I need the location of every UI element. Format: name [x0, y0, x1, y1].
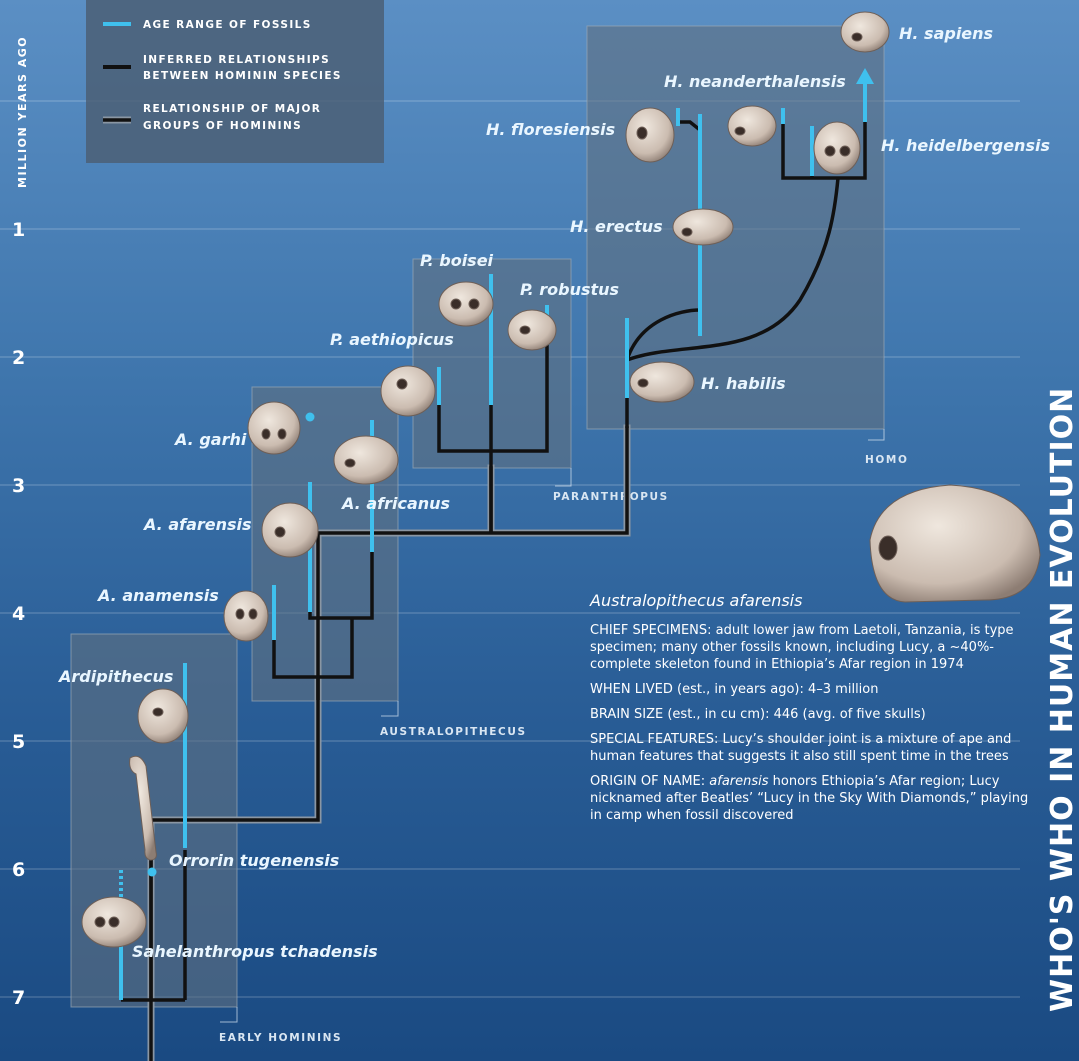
legend-label-major-2: GROUPS OF HOMININS — [143, 120, 302, 132]
info-title: Australopithecus afarensis — [590, 591, 803, 610]
tick-label: 4 — [12, 603, 25, 625]
legend-label-major-1: RELATIONSHIP OF MAJOR — [143, 103, 321, 115]
species-info-panel: Australopithecus afarensis CHIEF SPECIME… — [590, 591, 1030, 832]
label-h-floresiensis: H. floresiensis — [486, 120, 615, 139]
info-brain-size: BRAIN SIZE (est., in cu cm): 446 (avg. o… — [590, 707, 926, 722]
label-h-erectus: H. erectus — [570, 217, 663, 236]
tick-label: 2 — [12, 347, 25, 369]
skull-h-heidelbergensis-icon — [813, 121, 861, 175]
skull-a-anamensis-icon — [223, 590, 269, 642]
skull-p-boisei-icon — [438, 281, 494, 327]
info-special-features: SPECIAL FEATURES: Lucy’s shoulder joint … — [590, 732, 1012, 764]
label-h-heidelbergensis: H. heidelbergensis — [881, 136, 1050, 155]
tick-label: 3 — [12, 475, 25, 497]
tick-label: 6 — [12, 859, 25, 881]
label-a-africanus: A. africanus — [340, 494, 450, 513]
label-h-neanderthalensis: H. neanderthalensis — [664, 72, 846, 91]
major-group-relationships — [147, 424, 631, 1061]
range-a-garhi — [305, 412, 315, 422]
info-origin-prefix: ORIGIN OF NAME: — [590, 774, 710, 789]
group-label-homo: HOMO — [865, 454, 909, 466]
inferred-relationships — [119, 110, 867, 1002]
skull-a-afarensis-icon — [261, 502, 319, 558]
species-labels: H. sapiens H. neanderthalensis H. flores… — [57, 24, 1050, 961]
legend-label-inferred-1: INFERRED RELATIONSHIPS — [143, 54, 330, 66]
skull-a-afarensis-large-icon — [869, 484, 1041, 603]
skull-sahelanthropus-icon — [81, 896, 147, 948]
label-sahelanthropus: Sahelanthropus tchadensis — [132, 942, 378, 961]
legend-box — [86, 0, 384, 163]
label-p-boisei: P. boisei — [420, 251, 494, 270]
skull-a-garhi-icon — [247, 401, 301, 455]
label-p-robustus: P. robustus — [520, 280, 619, 299]
legend-label-inferred-2: BETWEEN HOMININ SPECIES — [143, 70, 342, 82]
skull-h-neanderthalensis-icon — [727, 105, 777, 147]
skull-ardipithecus-icon — [137, 688, 189, 744]
tick-label: 7 — [12, 987, 25, 1009]
side-title: WHO'S WHO IN HUMAN EVOLUTION — [1045, 387, 1079, 1012]
skull-p-aethiopicus-icon — [380, 365, 436, 417]
skull-h-erectus-icon — [672, 208, 734, 246]
group-label-australopithecus: AUSTRALOPITHECUS — [380, 726, 527, 738]
axis-label: MILLION YEARS AGO — [16, 36, 29, 188]
skull-h-sapiens-icon — [840, 11, 890, 53]
skull-h-floresiensis-icon — [625, 107, 675, 163]
axis-ticks: 1 2 3 4 5 6 7 — [12, 219, 25, 1009]
label-a-anamensis: A. anamensis — [96, 586, 219, 605]
info-origin-rest: honors Ethiopia’s Afar region; Lucy nick… — [590, 774, 1029, 823]
legend-label-range: AGE RANGE OF FOSSILS — [143, 19, 312, 31]
label-ardipithecus: Ardipithecus — [57, 667, 173, 686]
homo-box — [586, 25, 885, 430]
group-label-early: EARLY HOMININS — [219, 1032, 342, 1044]
tick-label: 1 — [12, 219, 25, 241]
info-origin-italic: afarensis — [709, 774, 769, 789]
tick-label: 5 — [12, 731, 25, 753]
label-orrorin: Orrorin tugenensis — [169, 851, 339, 870]
info-chief-specimens: CHIEF SPECIMENS: adult lower jaw from La… — [590, 623, 1014, 672]
info-when-lived: WHEN LIVED (est., in years ago): 4–3 mil… — [590, 682, 879, 697]
skull-a-africanus-icon — [333, 435, 399, 485]
femur-orrorin-icon — [129, 755, 157, 861]
group-label-paranthropus: PARANTHROPUS — [553, 491, 669, 503]
label-a-garhi: A. garhi — [173, 430, 247, 449]
range-orrorin — [147, 867, 157, 877]
label-h-habilis: H. habilis — [701, 374, 786, 393]
label-a-afarensis: A. afarensis — [142, 515, 252, 534]
legend: AGE RANGE OF FOSSILS INFERRED RELATIONSH… — [86, 0, 384, 163]
info-origin-of-name: ORIGIN OF NAME: afarensis honors Ethiopi… — [590, 773, 1030, 824]
label-p-aethiopicus: P. aethiopicus — [330, 330, 454, 349]
label-h-sapiens: H. sapiens — [899, 24, 993, 43]
group-label-ticks — [220, 429, 885, 1023]
skull-p-robustus-icon — [507, 309, 557, 351]
h-sapiens-arrow-icon — [856, 68, 874, 84]
skull-h-habilis-icon — [629, 361, 695, 403]
